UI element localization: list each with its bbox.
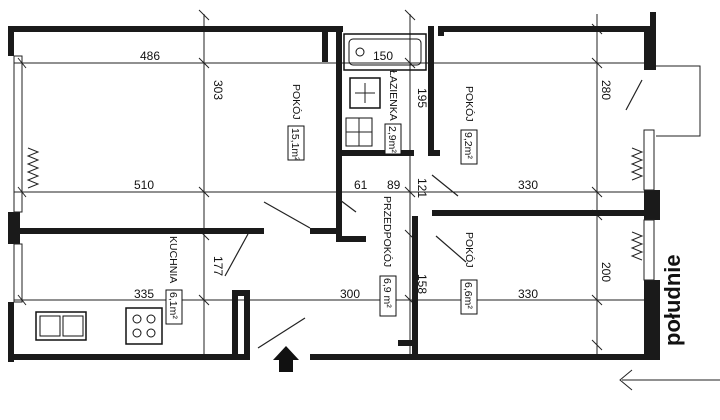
room-label-kuchnia: KUCHNIA bbox=[167, 236, 179, 283]
washbasin bbox=[349, 77, 381, 109]
room-label-pokoj-top-right: POKÓJ bbox=[463, 86, 476, 122]
dim-89: 89 bbox=[387, 178, 401, 192]
dim-486: 486 bbox=[140, 49, 160, 63]
dim-200: 200 bbox=[599, 262, 613, 282]
balcony bbox=[656, 65, 701, 137]
room-area-pokoj-large: 15,1m² bbox=[289, 128, 301, 161]
compass-label: południe bbox=[660, 254, 685, 346]
dim-303: 303 bbox=[211, 80, 225, 100]
dim-330-top: 330 bbox=[518, 178, 538, 192]
dim-335: 335 bbox=[134, 287, 154, 301]
room-label-przedpokoj: PRZEDPOKÓJ bbox=[381, 196, 394, 267]
room-area-pokoj-bottom-right: 6,6m² bbox=[462, 282, 474, 309]
stove bbox=[125, 307, 163, 345]
dimension-lines bbox=[14, 9, 650, 360]
doors bbox=[224, 79, 643, 349]
dim-195: 195 bbox=[415, 88, 429, 108]
dim-61: 61 bbox=[354, 178, 368, 192]
dim-300: 300 bbox=[340, 287, 360, 301]
toilet bbox=[345, 117, 373, 147]
walls bbox=[8, 12, 660, 362]
dim-121: 121 bbox=[415, 178, 429, 198]
room-label-pokoj-bottom-right: POKÓJ bbox=[463, 232, 476, 268]
dim-280: 280 bbox=[599, 80, 613, 100]
radiators bbox=[26, 147, 644, 261]
room-area-kuchnia: 6,1m² bbox=[167, 292, 179, 319]
south-arrow-icon bbox=[619, 369, 720, 391]
room-area-lazienka: 2,9m² bbox=[386, 126, 398, 153]
dim-330-bottom: 330 bbox=[518, 287, 538, 301]
dim-158: 158 bbox=[415, 274, 429, 294]
dim-177: 177 bbox=[211, 256, 225, 276]
room-label-pokoj-large: POKÓJ bbox=[290, 84, 303, 120]
entrance-arrow-icon bbox=[273, 346, 299, 372]
dim-510: 510 bbox=[134, 178, 154, 192]
room-label-lazienka: ŁAZIENKA bbox=[387, 70, 399, 121]
kitchen-sink bbox=[35, 311, 87, 341]
bathtub bbox=[343, 33, 427, 71]
room-area-pokoj-top-right: 9,2m² bbox=[462, 132, 474, 159]
dim-150: 150 bbox=[373, 49, 393, 63]
room-area-przedpokoj: 6,9 m² bbox=[381, 278, 393, 308]
